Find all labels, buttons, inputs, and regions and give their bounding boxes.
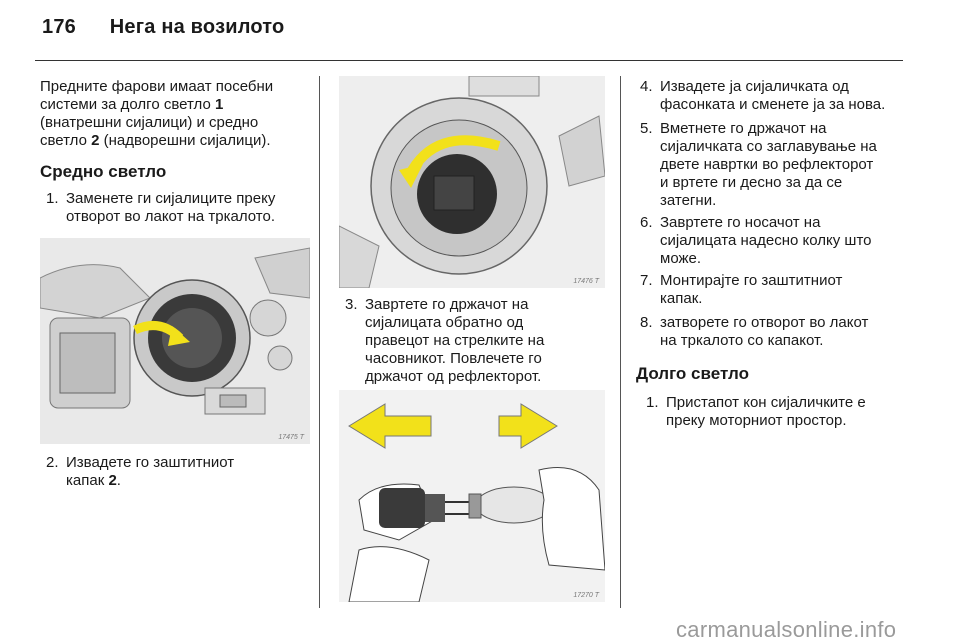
step-1: 1. Заменете ги сијалиците преку отворот … <box>46 190 316 230</box>
step-number: 1. <box>646 394 659 411</box>
step-number: 8. <box>640 314 653 331</box>
header-rule <box>35 60 903 61</box>
watermark: carmanualsonline.info <box>676 617 897 642</box>
step-line: капак. <box>660 290 703 307</box>
section-heading-low-beam: Средно светло <box>40 162 167 181</box>
step-line: капак 2. <box>66 472 121 489</box>
step-line: затегни. <box>660 192 717 209</box>
figure-headlight-cover: 17475 T <box>40 238 310 444</box>
step-line: затворете го отворот во лакот <box>660 314 869 331</box>
step-line: Заменете ги сијалиците преку <box>66 190 276 207</box>
figure-bulb-removal: 17270 T <box>339 390 605 602</box>
column-divider-left <box>319 76 320 608</box>
page-title: Нега на возилото <box>109 16 285 38</box>
step-line: Завртете го носачот на <box>660 214 821 231</box>
figure-bulb-holder-rotate: 17476 T <box>339 76 605 288</box>
figure-code: 17270 T <box>573 592 599 599</box>
headlight-cover-illustration <box>40 238 310 444</box>
step-line: држачот од рефлекторот. <box>365 368 542 385</box>
step-6: 6. Завртете го носачот на сијалицата над… <box>640 214 920 270</box>
step-number: 1. <box>46 190 59 207</box>
step-line: на тркалото со капакот. <box>660 332 824 349</box>
step-5: 5. Вметнете го држачот на сијаличката со… <box>640 120 920 212</box>
bulb-holder-rotate-illustration <box>339 76 605 288</box>
step-line: часовникот. Повлечете го <box>365 350 542 367</box>
step-line: Завртете го држачот на <box>365 296 529 313</box>
step-line: Пристапот кон сијаличките е <box>666 394 866 411</box>
step-line: двете навртки во рефлекторот <box>660 156 874 173</box>
step-7: 7. Монтирајте го заштитниот капак. <box>640 272 920 312</box>
step-number: 2. <box>46 454 59 471</box>
step-line: Вметнете го држачот на <box>660 120 827 137</box>
figure-code: 17475 T <box>278 434 304 441</box>
step-2: 2. Извадете го заштитниот капак 2. <box>46 454 316 494</box>
intro-line: Предните фарови имаат посебни <box>40 78 274 95</box>
intro-line: системи за долго светло 1 <box>40 96 224 113</box>
figure-code: 17476 T <box>573 278 599 285</box>
intro-paragraph: Предните фарови имаат посебни системи за… <box>40 78 310 150</box>
intro-line: (внатрешни сијалици) и средно <box>40 114 259 131</box>
step-line: фасонката и сменете ја за нова. <box>660 96 886 113</box>
intro-line: светло 2 (надворешни сијалици). <box>40 132 271 149</box>
section-heading-high-beam: Долго светло <box>636 364 750 383</box>
page-header: 176 Нега на возилото <box>42 16 284 39</box>
step-line: може. <box>660 250 702 267</box>
step-number: 4. <box>640 78 653 95</box>
column-divider-right <box>620 76 621 608</box>
step-number: 5. <box>640 120 653 137</box>
step-line: сијалицата надесно колку што <box>660 232 872 249</box>
step-line: преку моторниот простор. <box>666 412 847 429</box>
step-number: 6. <box>640 214 653 231</box>
step-line: Монтирајте го заштитниот <box>660 272 843 289</box>
step-line: Извадете ја сијаличката од <box>660 78 849 95</box>
intro-bold-2: 2 <box>91 132 100 149</box>
step-8: 8. затворете го отворот во лакот на трка… <box>640 314 920 354</box>
step-number: 7. <box>640 272 653 289</box>
step-bold: 2 <box>108 472 117 489</box>
step-line: отворот во лакот на тркалото. <box>66 208 275 225</box>
high-beam-step-1: 1. Пристапот кон сијаличките е преку мот… <box>646 394 916 434</box>
step-number: 3. <box>345 296 358 313</box>
step-line: правецот на стрелките на <box>365 332 545 349</box>
step-3: 3. Завртете го држачот на сијалицата обр… <box>345 296 615 388</box>
intro-bold-1: 1 <box>214 96 224 113</box>
step-line: сијаличката со заглавувањe на <box>660 138 877 155</box>
step-line: сијалицата обратно од <box>365 314 524 331</box>
step-line: и вртете ги десно за да се <box>660 174 843 191</box>
bulb-removal-illustration <box>339 390 605 602</box>
step-line: Извадете го заштитниот <box>66 454 235 471</box>
step-4: 4. Извадете ја сијаличката од фасонката … <box>640 78 920 118</box>
page-number: 176 <box>42 16 76 38</box>
